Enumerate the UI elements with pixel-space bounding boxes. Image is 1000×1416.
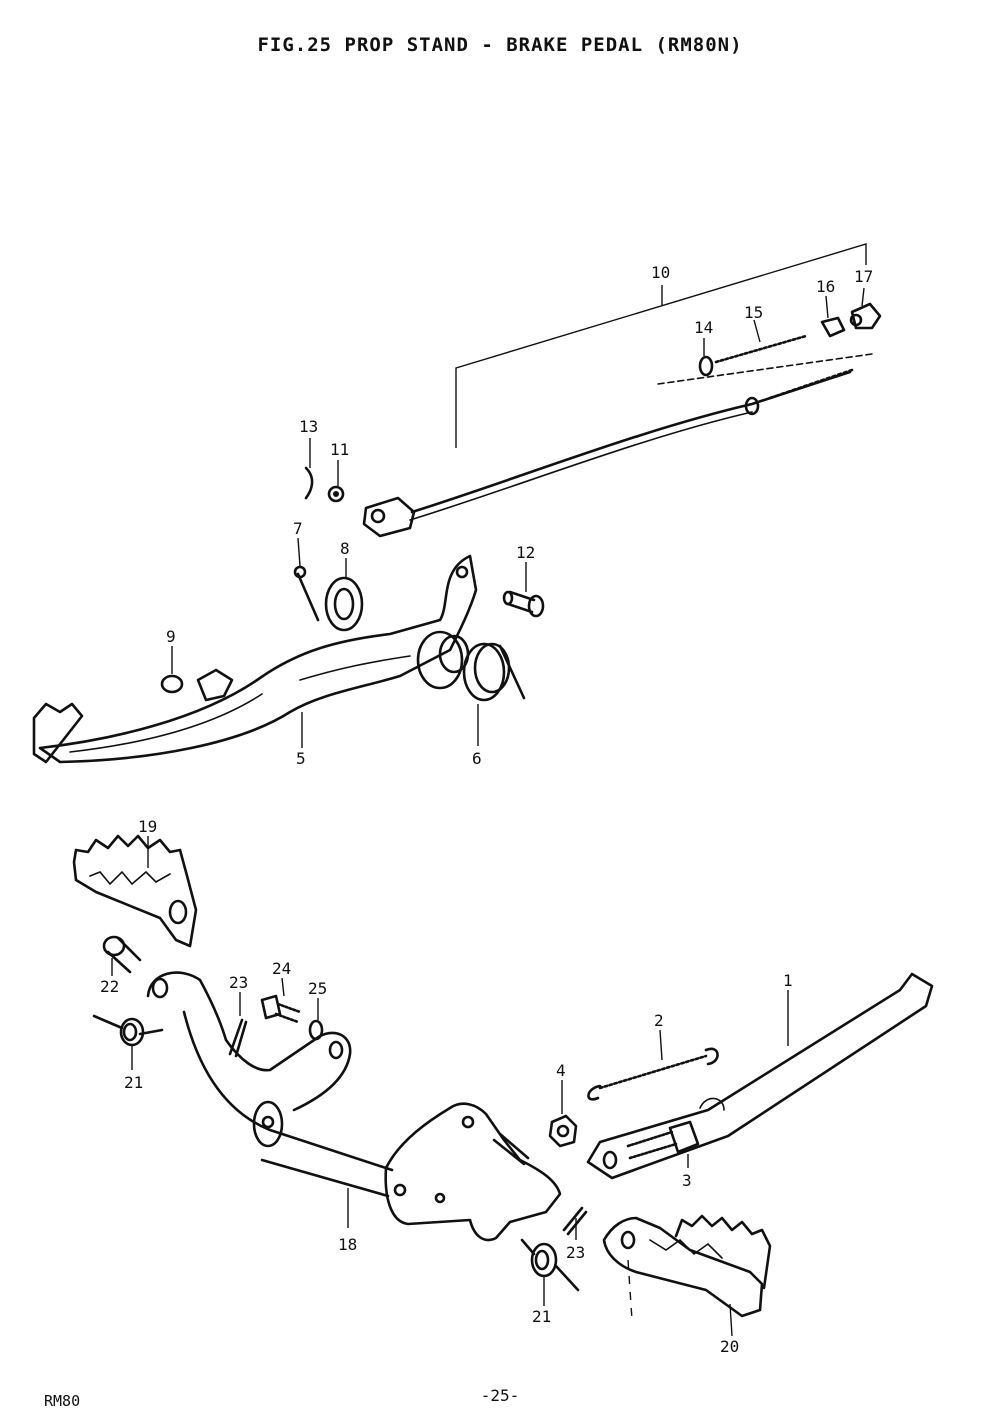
brake-rod: [362, 353, 873, 538]
nut-4: [548, 1114, 578, 1148]
spring-21-upper: [92, 1014, 164, 1047]
callout-18: 18: [338, 1235, 357, 1254]
callout-3: 3: [682, 1171, 692, 1190]
pin-22: [102, 935, 142, 974]
callout-8: 8: [340, 539, 350, 558]
brake-pedal-5: [32, 554, 478, 764]
spring-2: [587, 1047, 719, 1101]
washer-8: [324, 576, 364, 632]
callout-19: 19: [138, 817, 157, 836]
nut-11: [327, 485, 345, 503]
cotter-pin-13: [304, 466, 314, 500]
callout-13: 13: [299, 417, 318, 436]
callout-leaders: [111, 287, 865, 1337]
footrest-19: [72, 834, 198, 948]
callout-1: 1: [783, 971, 793, 990]
callout-11: 11: [330, 440, 349, 459]
callout-labels: 10 14 15 16 17 13 11 7 8 12 9 5 6 19 22 …: [100, 263, 873, 1356]
footrest-20: [602, 1214, 772, 1318]
callout-17: 17: [854, 267, 873, 286]
callout-22: 22: [100, 977, 119, 996]
nut-17: [849, 302, 882, 330]
callout-7: 7: [293, 519, 303, 538]
callout-6: 6: [472, 749, 482, 768]
callout-21-lower: 21: [532, 1307, 551, 1326]
spring-6: [462, 642, 526, 702]
washer-14: [698, 355, 714, 377]
bolt-7: [293, 565, 320, 622]
callout-10: 10: [651, 263, 670, 282]
cotter-pin-23-upper: [228, 1018, 248, 1058]
callout-16: 16: [816, 277, 835, 296]
callout-14: 14: [694, 318, 713, 337]
figure-title: FIG.25 PROP STAND - BRAKE PEDAL (RM80N): [257, 34, 743, 56]
bolt-24: [260, 994, 302, 1024]
callout-12: 12: [516, 543, 535, 562]
bolt-3: [626, 1120, 700, 1160]
callout-24: 24: [272, 959, 291, 978]
page-number: -25-: [480, 1386, 520, 1405]
callout-5: 5: [296, 749, 306, 768]
footrest-bracket-18: [146, 971, 562, 1242]
callout-25: 25: [308, 979, 327, 998]
callout-15: 15: [744, 303, 763, 322]
callout-4: 4: [556, 1061, 566, 1080]
callout-23-upper: 23: [229, 973, 248, 992]
prop-stand-1: [586, 972, 934, 1180]
callout-20: 20: [720, 1337, 739, 1356]
spring-21-lower: [520, 1238, 580, 1292]
brake-rod-bracket-lines: [455, 243, 867, 448]
cotter-pin-23-lower: [562, 1206, 588, 1236]
pin-12: [502, 590, 545, 618]
joint-16: [820, 316, 846, 338]
callout-2: 2: [654, 1011, 664, 1030]
callout-21-upper: 21: [124, 1073, 143, 1092]
callout-9: 9: [166, 627, 176, 646]
callout-23-lower: 23: [566, 1243, 585, 1262]
model-label: RM80: [44, 1392, 81, 1410]
cap-9: [160, 674, 184, 694]
spring-15: [714, 334, 808, 364]
